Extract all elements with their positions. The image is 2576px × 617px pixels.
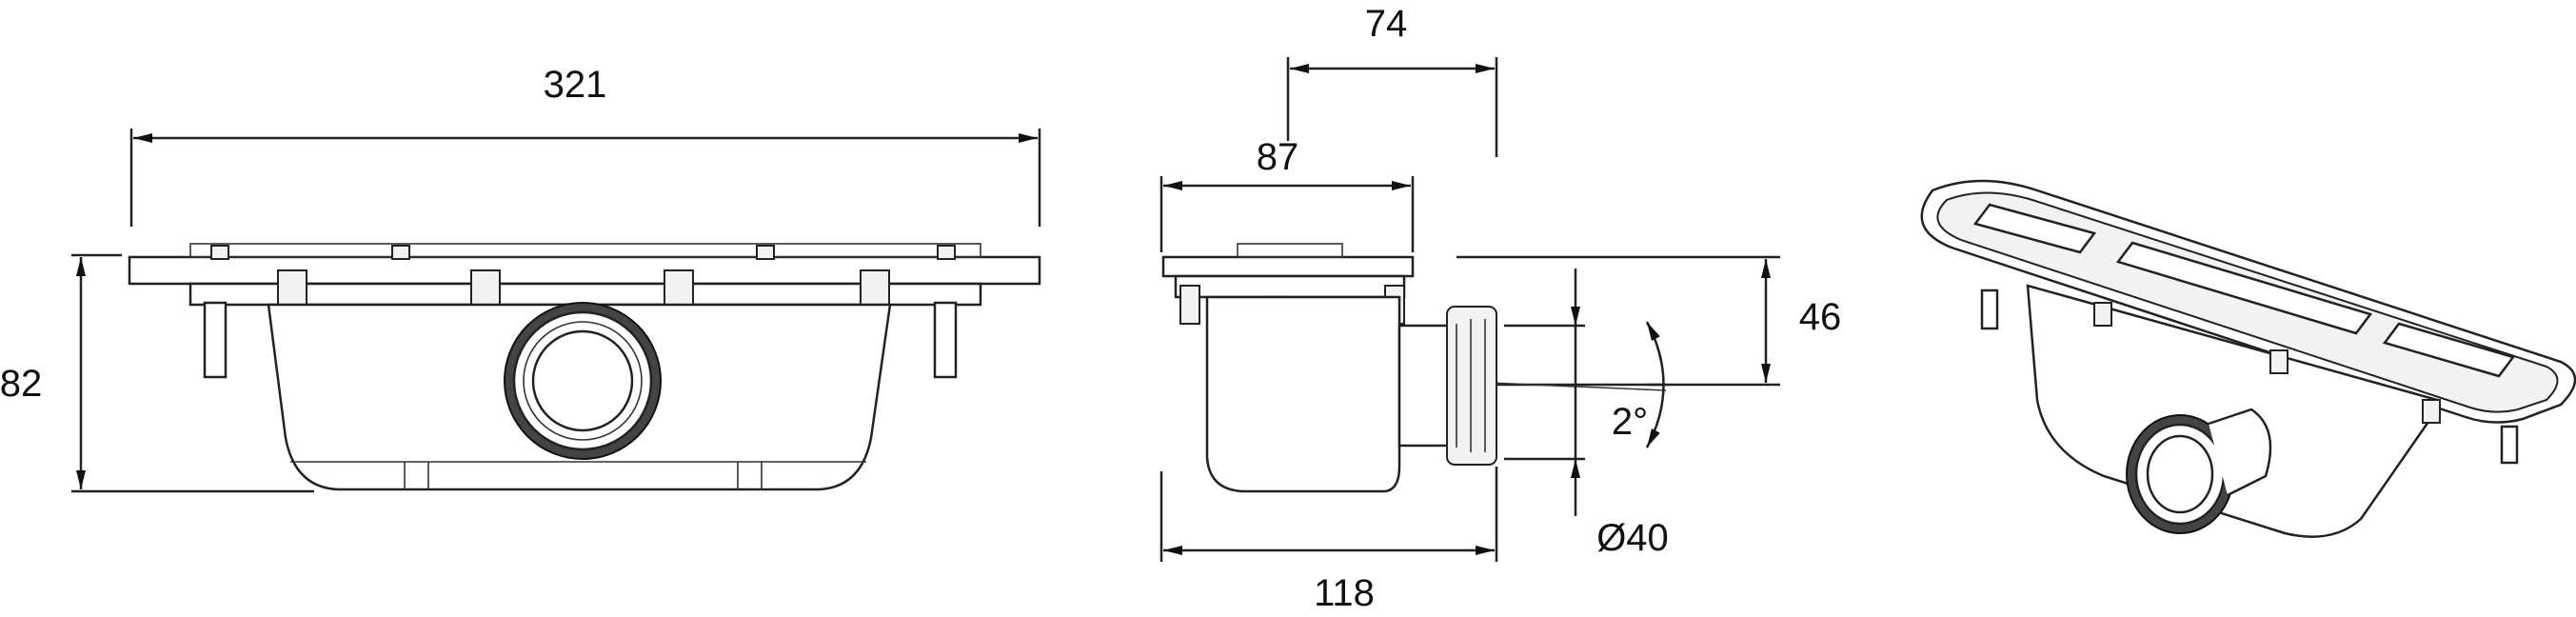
iso-slot-2 bbox=[2115, 241, 2373, 335]
side-bowl bbox=[1205, 295, 1401, 493]
iso-leg-left bbox=[1980, 289, 1999, 330]
side-overall-width-label: 118 bbox=[1314, 572, 1375, 614]
side-outlet-nut bbox=[1446, 306, 1497, 466]
side-frame bbox=[1174, 274, 1406, 299]
iso-outlet-pipe bbox=[2208, 408, 2272, 497]
side-height-label: 46 bbox=[1799, 296, 1842, 338]
side-slope-label: 2° bbox=[1612, 401, 1648, 443]
front-outlet-ring bbox=[523, 321, 643, 441]
front-outlet-bore bbox=[531, 329, 634, 432]
front-clip-1 bbox=[210, 245, 229, 260]
iso-slot-3 bbox=[2382, 322, 2516, 378]
side-width-top-label: 87 bbox=[1257, 136, 1299, 178]
iso-screw-2 bbox=[2269, 349, 2289, 374]
iso-tray-inner bbox=[1936, 191, 2559, 413]
iso-screw-1 bbox=[2093, 302, 2112, 327]
side-view: 74 87 46 2° Ø40 118 bbox=[1159, 3, 1842, 614]
side-grate-top bbox=[1237, 243, 1343, 258]
front-view: 321 82 bbox=[0, 64, 1041, 493]
side-angle-arc bbox=[1645, 321, 1665, 448]
isometric-view bbox=[1920, 179, 2576, 538]
front-width-label: 321 bbox=[544, 64, 607, 106]
iso-leg-right bbox=[2500, 425, 2519, 465]
front-clip-3 bbox=[756, 245, 775, 260]
side-top-offset-label: 74 bbox=[1365, 3, 1408, 45]
front-screw-1 bbox=[277, 269, 307, 306]
front-screw-4 bbox=[860, 269, 890, 306]
front-height-label: 82 bbox=[0, 363, 42, 405]
side-screw-left bbox=[1179, 285, 1200, 325]
side-outlet-diameter-label: Ø40 bbox=[1596, 517, 1669, 559]
front-leg-right bbox=[933, 301, 958, 379]
front-clip-4 bbox=[937, 245, 956, 260]
front-screw-3 bbox=[664, 269, 694, 306]
front-leg-left bbox=[203, 301, 228, 379]
front-grate-plate bbox=[128, 255, 1041, 286]
iso-screw-3 bbox=[2422, 399, 2441, 424]
front-screw-2 bbox=[470, 269, 501, 306]
front-clip-2 bbox=[391, 245, 410, 260]
front-grate-top bbox=[189, 243, 981, 258]
iso-slot-1 bbox=[1972, 203, 2097, 254]
side-grate-plate bbox=[1161, 255, 1415, 278]
iso-outlet-bore bbox=[2146, 434, 2214, 514]
